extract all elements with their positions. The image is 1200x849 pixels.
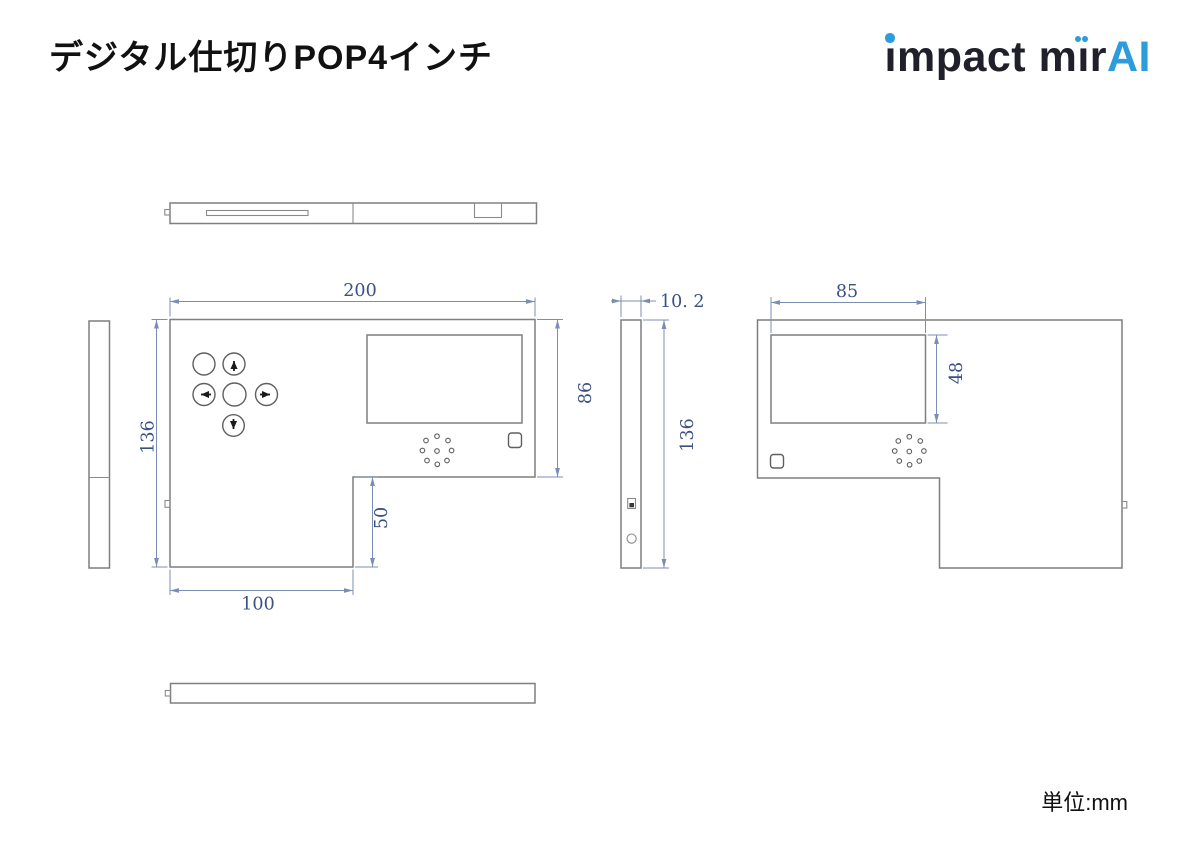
front-view: 200 136 86 50 100 — [139, 281, 597, 615]
front-left-tab — [164, 499, 171, 508]
left-side-view — [88, 320, 111, 569]
front-dimensions — [151, 297, 563, 595]
logo-text-ai: AI — [1107, 33, 1151, 81]
front-square-button — [507, 432, 523, 449]
round-port-icon — [626, 533, 637, 544]
back-view: 85 48 — [756, 282, 1128, 569]
control-buttons — [192, 352, 279, 438]
dim-back-screen-width: 85 — [836, 282, 858, 302]
dim-back-screen-height: 48 — [947, 362, 967, 384]
brand-logo: ımpact mırAI — [885, 33, 1151, 82]
dim-front-width: 200 — [343, 281, 376, 301]
left-arrow-button — [192, 382, 216, 407]
dim-front-height: 136 — [139, 420, 159, 453]
power-switch-icon — [627, 497, 637, 510]
display-screen — [366, 334, 523, 424]
back-square-button — [769, 453, 785, 469]
center-button — [222, 382, 247, 407]
logo-text-mir: r — [1089, 33, 1107, 81]
dim-front-step-height: 50 — [372, 507, 392, 529]
back-right-tab — [1121, 500, 1128, 509]
top-notch — [473, 202, 503, 219]
speaker-holes-icon — [419, 433, 455, 468]
side-dimensions — [611, 295, 669, 569]
dim-front-step-width: 100 — [241, 595, 274, 615]
logo-i-dot-icon: ı — [884, 33, 897, 81]
dim-side-height: 136 — [678, 418, 698, 451]
bottom-left-tab — [164, 689, 172, 697]
right-arrow-button — [254, 382, 279, 407]
logo-i-umlaut-icon: ı — [1074, 33, 1090, 81]
top-slot — [205, 209, 309, 217]
up-arrow-button — [222, 352, 246, 376]
power-switch-knob — [629, 503, 634, 508]
down-arrow-button — [221, 414, 245, 438]
back-speaker-holes-icon — [891, 433, 927, 468]
top-left-tab — [164, 208, 171, 216]
logo-text-impact: mpact m — [896, 33, 1078, 81]
dim-front-right-height: 86 — [576, 382, 596, 404]
back-dimensions — [770, 297, 948, 424]
top-view — [164, 202, 538, 225]
page-title: デジタル仕切りPOP4インチ — [49, 39, 494, 77]
bottom-view — [164, 682, 536, 704]
dim-side-thickness: 10. 2 — [660, 292, 705, 312]
units-note: 単位:mm — [1041, 790, 1128, 815]
blank-button — [192, 352, 216, 376]
back-display-screen — [770, 334, 927, 424]
side-view: 10. 2 136 — [611, 292, 705, 569]
